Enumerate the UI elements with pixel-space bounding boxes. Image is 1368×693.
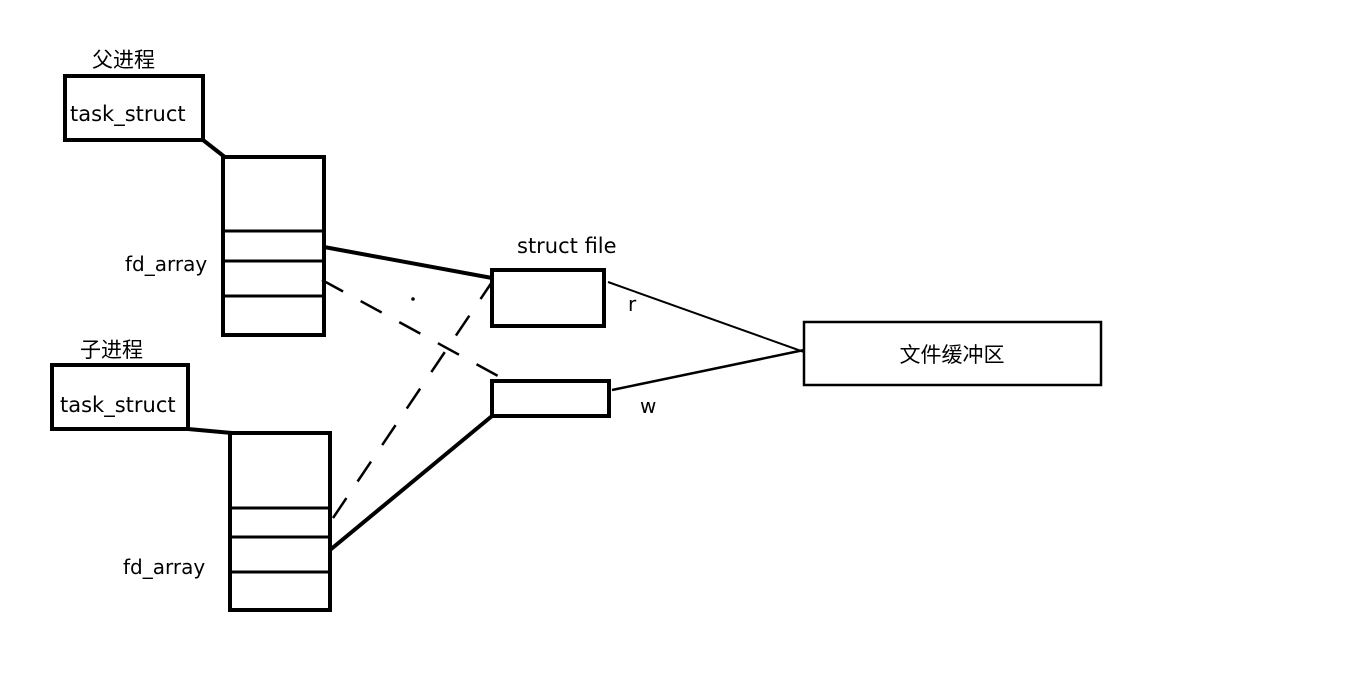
read-file-box [490, 268, 606, 328]
parent-fd-array-label: fd_array [125, 252, 207, 276]
file-buffer-box [802, 320, 1103, 387]
child-task-struct-label: task_struct [60, 393, 176, 418]
stray-dot [411, 297, 415, 301]
write-end-label: w [640, 394, 656, 418]
child-task-to-fd-connector [187, 427, 233, 435]
parent-fd-to-read-line [323, 245, 493, 280]
file-buffer: 文件缓冲区 [802, 320, 1103, 387]
parent-task-struct-box [63, 74, 205, 142]
child-fd-table-frame [228, 431, 332, 612]
parent-process: 父进程 task_struct fd_array [63, 48, 326, 337]
read-to-buffer-line [607, 281, 805, 353]
child-task-struct-box [50, 363, 190, 431]
write-to-buffer-line [611, 348, 805, 392]
child-process: 子进程 task_struct fd_array [50, 338, 332, 612]
child-fd-to-write-line [328, 414, 494, 552]
parent-fd-table-frame [221, 155, 326, 337]
parent-process-title: 父进程 [92, 48, 155, 72]
read-end-label: r [628, 292, 637, 316]
child-fd-table [228, 431, 332, 612]
child-fd-to-read-dashed-line [331, 281, 494, 519]
parent-task-struct-label: task_struct [70, 102, 186, 127]
parent-fd-to-write-dashed-line [321, 278, 499, 378]
struct-file: struct file r w [490, 234, 656, 418]
write-file-box [490, 379, 611, 418]
struct-file-title: struct file [517, 234, 617, 258]
file-buffer-label: 文件缓冲区 [900, 343, 1005, 367]
child-process-title: 子进程 [80, 338, 143, 362]
child-fd-array-label: fd_array [123, 555, 205, 579]
parent-fd-table [221, 155, 326, 337]
